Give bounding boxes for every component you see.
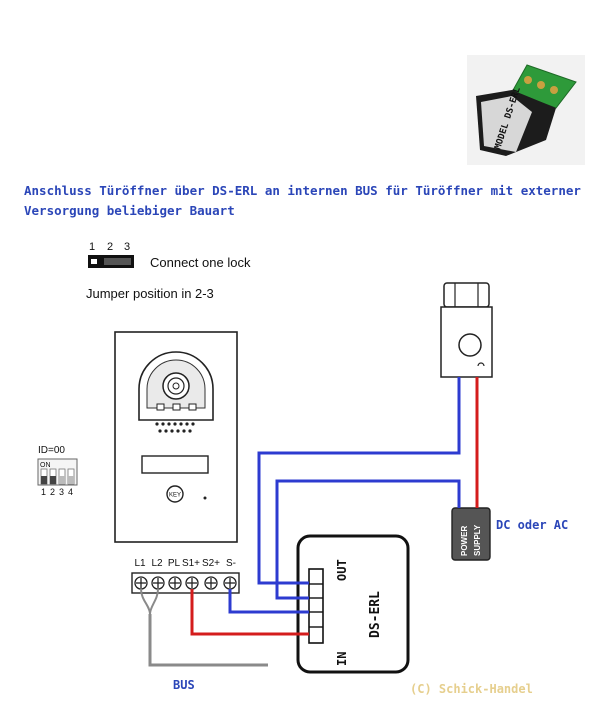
wire-red-s1-to-in	[190, 589, 309, 636]
jumper-number: 2	[107, 241, 113, 253]
jumper-position-value: 2-3	[195, 286, 214, 301]
ds-erl-name: DS-ERL	[368, 591, 383, 638]
terminal-screw-icon	[151, 576, 165, 590]
terminal-label-l1: L1	[134, 558, 146, 569]
dip-number: 3	[59, 487, 64, 497]
power-supply-label-1: POWER	[460, 526, 469, 556]
door-opener	[440, 282, 493, 378]
dip-lever-2	[50, 476, 56, 484]
dip-number: 1	[41, 487, 46, 497]
dc-ac-label: DC oder AC	[496, 518, 568, 532]
ds-erl-in-label: IN	[335, 652, 349, 666]
terminal-screw-icon	[223, 576, 237, 590]
heading-line-2: Versorgung beliebiger Bauart	[24, 203, 235, 218]
ds-erl-terminal-block	[308, 568, 324, 644]
microphone-dot	[203, 496, 207, 500]
dip-on-label: ON	[40, 462, 51, 469]
dip-lever-3	[59, 476, 65, 484]
terminal-label-l2: L2	[151, 558, 163, 569]
dip-id-label: ID=00	[38, 445, 65, 456]
ds-erl-housing	[296, 534, 410, 674]
jumper-cap	[104, 258, 131, 265]
heading: Anschluss Türöffner über DS-ERL an inter…	[24, 181, 584, 221]
power-supply: POWER SUPPLY DC oder AC	[451, 507, 568, 561]
terminal-screw-icon	[204, 576, 218, 590]
connect-one-lock-label: Connect one lock	[150, 255, 251, 270]
jumper-number: 3	[124, 241, 130, 253]
ir-led-icon	[156, 403, 165, 411]
wire-blue-supply-to-out2	[275, 479, 461, 600]
door-station: KEY	[114, 331, 238, 543]
dip-number: 2	[50, 487, 55, 497]
terminal-label-pl: PL	[168, 558, 181, 569]
ds-erl-out-label: OUT	[335, 559, 349, 581]
heading-line-1: Anschluss Türöffner über DS-ERL an inter…	[24, 183, 581, 198]
bus-label: BUS	[173, 678, 195, 692]
jumper-position-label: Jumper position in	[86, 286, 192, 301]
wire-blue-sminus-to-in	[228, 589, 309, 614]
terminal-label-s-: S-	[226, 558, 236, 569]
ir-led-icon	[188, 403, 197, 411]
terminal-screw-icon	[185, 576, 199, 590]
lock-latch-icon	[458, 333, 482, 357]
dip-number: 4	[68, 487, 73, 497]
jumper: 1 2 3 Connect one lock Jumper position i…	[86, 241, 251, 301]
terminal-label-s2: S2+	[202, 558, 220, 569]
photo-label-plate	[481, 96, 532, 152]
call-button-label: KEY	[169, 493, 181, 499]
wire-gray-bus	[148, 614, 268, 667]
dip-lever-1	[41, 476, 47, 484]
lock-top	[443, 282, 490, 308]
speaker-grille	[155, 422, 195, 433]
power-supply-label-2: SUPPLY	[473, 524, 482, 556]
lock-release-icon	[477, 362, 485, 367]
dip-lever-4	[68, 476, 74, 484]
jumper-number: 1	[89, 241, 95, 253]
photo-screw-3	[550, 86, 558, 94]
terminal-screw-icon	[168, 576, 182, 590]
terminal-screw-icon	[134, 576, 148, 590]
camera-lens-center	[172, 382, 180, 390]
terminal-label-s1: S1+	[182, 558, 200, 569]
ir-led-icon	[172, 403, 181, 411]
wiring	[140, 377, 479, 667]
product-photo: MODEL DS-ERL	[467, 55, 585, 165]
jumper-pin-1	[91, 259, 97, 264]
photo-screw-1	[524, 76, 532, 84]
power-supply-box	[451, 507, 491, 561]
call-button	[166, 485, 184, 503]
terminal-strip: L1 L2 PL S1+ S2+ S-	[131, 558, 240, 594]
copyright-label: (C) Schick-Handel	[410, 682, 533, 696]
photo-screw-2	[537, 81, 545, 89]
name-plate	[141, 455, 209, 474]
dip-switch: ID=00 ON 1 2 3 4	[37, 445, 78, 497]
ds-erl-module: OUT IN DS-ERL	[296, 534, 410, 674]
